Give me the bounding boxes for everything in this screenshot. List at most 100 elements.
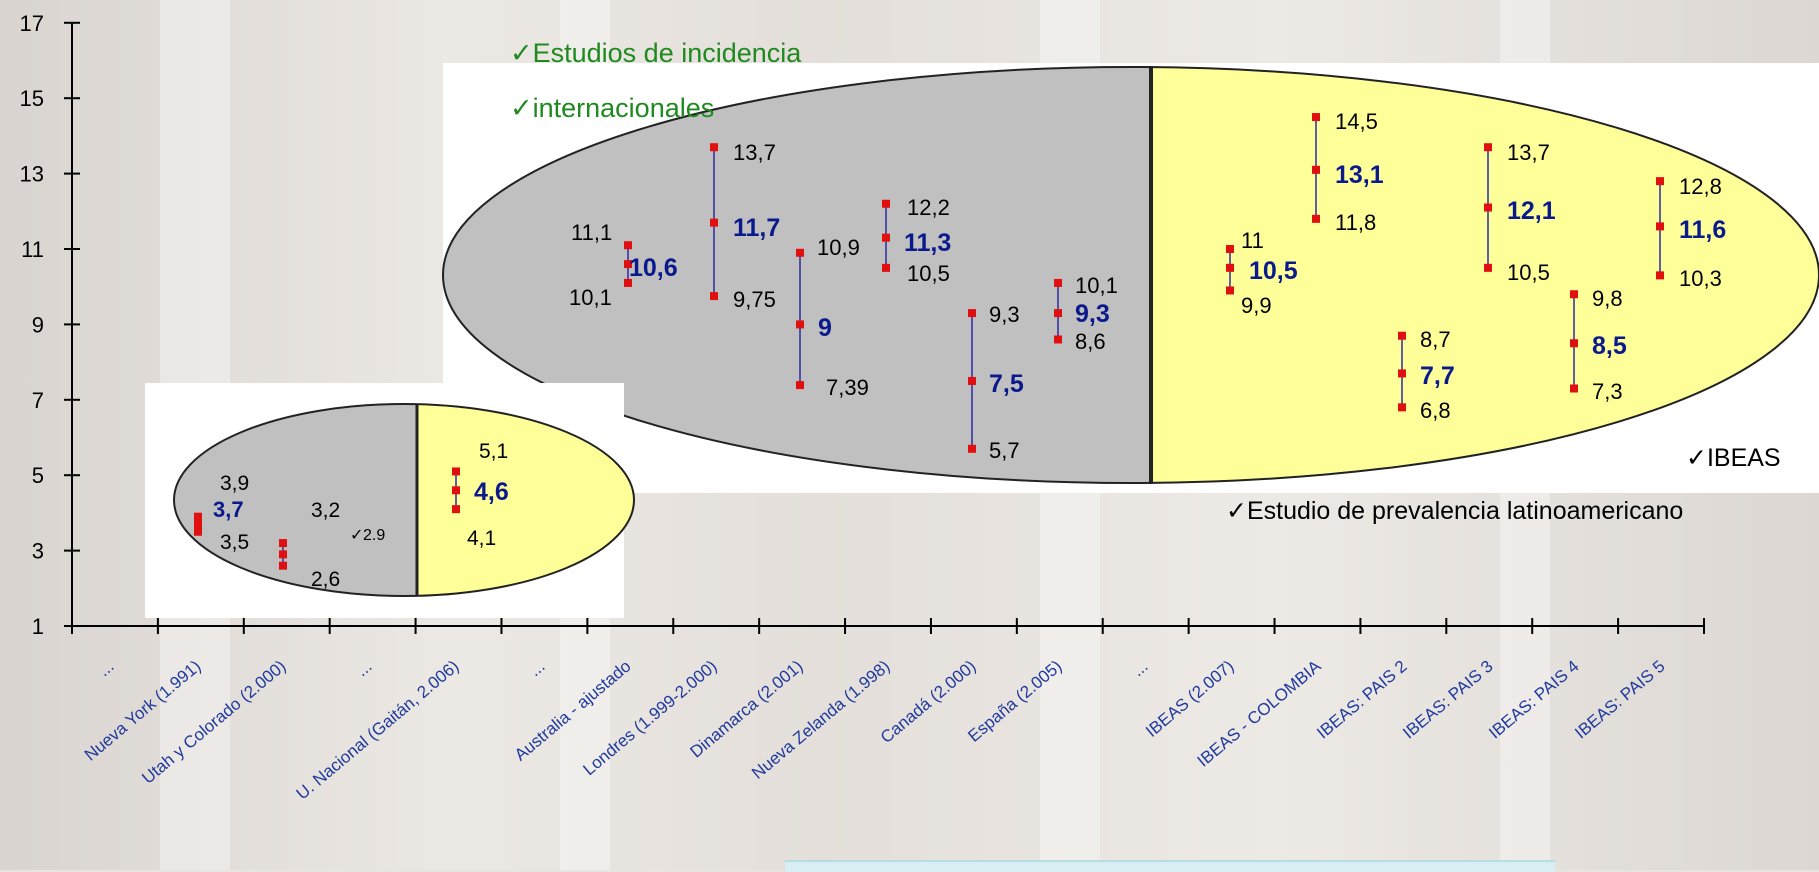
range-hi-marker [1054, 278, 1062, 287]
range-hi-marker [1484, 143, 1492, 152]
range-mid-label: 4,6 [474, 478, 509, 506]
range-group: 3,2 2.9 2,6 ✓ [279, 499, 385, 591]
x-axis [71, 618, 1705, 634]
range-hi-marker [882, 199, 890, 208]
range-group: 8,7 7,7 6,8 [1398, 327, 1455, 423]
y-tick-label: 9 [32, 312, 44, 337]
range-lo-label: 8,6 [1075, 329, 1106, 354]
range-mid-label: 7,7 [1420, 362, 1455, 390]
x-tick-label: ... [526, 657, 549, 681]
large-zone [442, 63, 1819, 493]
range-mid-marker [1398, 369, 1406, 378]
note-ibeas: ✓IBEAS [1686, 444, 1781, 472]
range-lo-marker [796, 381, 804, 390]
range-hi-label: 3,9 [220, 472, 249, 495]
range-mid-label: 11,7 [733, 214, 780, 242]
range-mid-label: 3,7 [213, 497, 244, 522]
range-hi-label: 14,5 [1335, 109, 1378, 134]
range-group: 11 10,5 9,9 [1226, 228, 1298, 318]
range-lo-marker [968, 444, 976, 453]
range-lo-marker [1656, 271, 1664, 280]
x-tick-labels: ... Nueva York (1.991) Utah y Colorado (… [81, 656, 1669, 803]
range-lo-marker [1398, 403, 1406, 412]
range-hi-marker [710, 143, 718, 152]
range-mid-marker [1656, 222, 1664, 231]
range-lo-label: 9,75 [733, 287, 776, 312]
range-lo-label: 3,5 [220, 531, 249, 554]
y-tick-label: 1 [32, 614, 44, 639]
y-tick-label: 15 [20, 86, 44, 111]
small-zone [145, 383, 635, 618]
range-hi-label: 9,3 [989, 302, 1020, 327]
range-lo-marker [1312, 214, 1320, 223]
range-hi-marker [452, 467, 460, 476]
range-mid-label: 8,5 [1592, 332, 1627, 360]
range-lo-marker [624, 278, 632, 287]
y-tick-label: 13 [20, 162, 44, 187]
range-lo-marker [1484, 263, 1492, 272]
x-tick-label: U. Nacional (Gaitán, 2.006) [293, 657, 463, 804]
x-tick-label: Utah y Colorado (2.000) [138, 657, 289, 788]
y-tick-label: 5 [32, 463, 44, 488]
range-hi-marker [1312, 113, 1320, 122]
range-mid-marker [1312, 165, 1320, 174]
range-mid-marker [1054, 309, 1062, 318]
range-mid-marker [796, 320, 804, 329]
note-prevalence: ✓Estudio de prevalencia latinoamericano [1226, 497, 1683, 525]
range-hi-label: 13,7 [1507, 140, 1550, 165]
range-hi-label: 12,8 [1679, 174, 1722, 199]
range-lo-label: 6,8 [1420, 398, 1451, 423]
range-mid-label: 10,6 [629, 254, 678, 282]
x-tick-label: IBEAS: PAIS 5 [1571, 657, 1668, 743]
range-lo-label: 10,3 [1679, 266, 1722, 291]
y-tick-label: 17 [20, 11, 44, 36]
range-lo-label: 11,8 [1335, 210, 1376, 235]
range-group: 12,2 11,3 10,5 [882, 195, 951, 286]
range-hi-label: 3,2 [311, 499, 340, 522]
range-mid-label: 13,1 [1335, 161, 1384, 189]
range-mid-marker [710, 218, 718, 227]
range-group: 10,1 9,3 8,6 [1054, 273, 1118, 354]
range-mid-marker [1570, 339, 1578, 348]
range-lo-marker [882, 263, 890, 272]
large-ellipse-outline [442, 66, 1819, 484]
range-hi-label: 13,7 [733, 140, 776, 165]
range-hi-marker [1398, 331, 1406, 340]
x-tick-label: ... [95, 657, 118, 681]
range-lo-marker [194, 527, 202, 536]
range-mid-label: 9 [818, 314, 832, 342]
range-group: 12,8 11,6 10,3 [1656, 174, 1726, 291]
range-hi-label: 10,1 [1075, 273, 1118, 298]
range-hi-marker [1570, 290, 1578, 299]
range-mid-label: 10,5 [1249, 257, 1298, 285]
bottom-panel [785, 860, 1555, 872]
range-lo-marker [279, 561, 287, 570]
range-hi-marker [279, 539, 287, 548]
range-mid-label: 9,3 [1075, 300, 1110, 328]
range-mid-marker [968, 376, 976, 385]
range-group: 10,9 9 7,39 [796, 235, 869, 400]
range-hi-label: 9,8 [1592, 286, 1623, 311]
range-lo-label: 7,39 [826, 375, 869, 400]
y-tick-label: 3 [32, 539, 44, 564]
range-hi-label: 11,1 [571, 220, 612, 245]
note-incidence-line2: ✓internacionales [510, 93, 714, 123]
range-mid-check: ✓ [350, 527, 363, 544]
note-incidence-line1: ✓Estudios de incidencia [510, 38, 802, 68]
range-mid-label: 11,3 [904, 229, 951, 257]
range-lo-label: 7,3 [1592, 379, 1623, 404]
range-mid-marker [624, 260, 632, 269]
x-tick-label: ... [1129, 657, 1152, 681]
x-tick-label: IBEAS (2.007) [1142, 657, 1237, 741]
range-mid-marker [194, 520, 202, 529]
range-hi-label: 11 [1241, 228, 1264, 253]
range-lo-label: 10,5 [1507, 260, 1550, 285]
range-mid-label: 7,5 [989, 370, 1024, 398]
data-ranges: 3,9 3,7 3,5 3,2 2.9 2,6 ✓ 5,1 4,6 4,1 11… [194, 109, 1726, 591]
range-hi-label: 8,7 [1420, 327, 1451, 352]
y-tick-label: 7 [32, 388, 44, 413]
small-ellipse-outline [173, 403, 635, 597]
x-tick-label: IBEAS: PAIS 4 [1485, 657, 1582, 743]
range-lo-label: 10,5 [907, 261, 950, 286]
